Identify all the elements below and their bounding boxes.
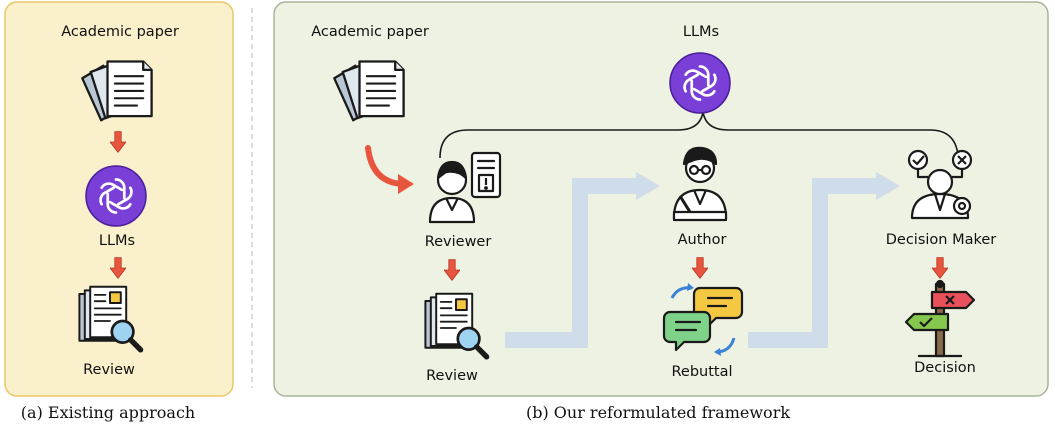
panel-a-paper-label: Academic paper [61,24,179,40]
panel-a-llm-icon [85,165,147,227]
flow-arrow-review-to-author [505,178,640,348]
panel-a-review-label: Review [83,362,135,378]
curved-arrow-paper-to-reviewer [365,145,405,187]
panel-a-caption: (a) Existing approach [20,403,196,422]
panel-a-llm-label: LLMs [98,233,136,249]
decision-maker-icon [907,149,973,220]
decision-maker-label: Decision Maker [885,232,997,248]
author-label: Author [677,232,727,248]
flow-arrowhead-decision-maker [876,172,900,200]
flow-arrow-rebuttal-to-decision [748,178,880,348]
panel-b-caption: (b) Our reformulated framework [525,403,791,422]
flow-arrowhead-author [636,172,660,200]
author-icon [672,146,728,222]
reviewer-icon [428,151,502,224]
panel-b-llm-label: LLMs [682,24,720,40]
rebuttal-label: Rebuttal [671,364,733,380]
panel-b-paper-label: Academic paper [311,24,429,40]
decision-label: Decision [914,360,976,376]
curved-arrowhead [398,174,414,194]
panel-b-review-label: Review [426,368,478,384]
decision-signpost-icon [904,279,976,358]
rebuttal-icon [662,283,744,356]
reviewer-label: Reviewer [424,234,492,250]
panel-b-llm-icon [669,52,731,114]
